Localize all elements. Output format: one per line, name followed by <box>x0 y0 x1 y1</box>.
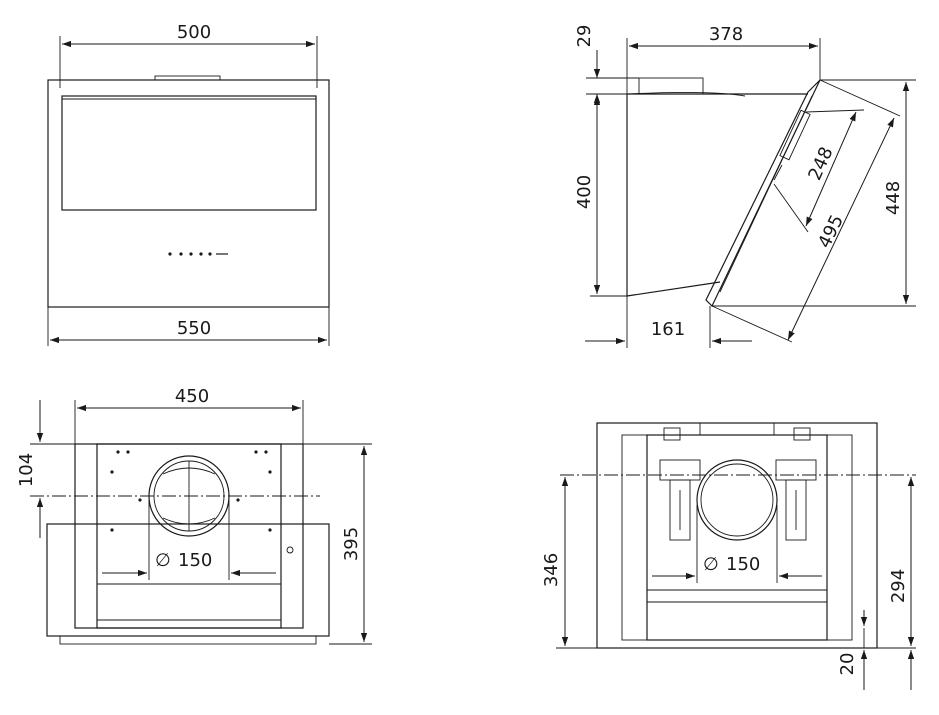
control-buttons <box>168 252 228 256</box>
dim-label-bottom-width: 550 <box>177 318 211 339</box>
dim-label-bottom-depth: 161 <box>651 319 685 340</box>
dim-label-panel-short: 248 <box>804 144 837 184</box>
mounting-brackets <box>659 427 817 541</box>
dim-label-top-depth: 378 <box>709 24 743 45</box>
dim-label-height-rear: 395 <box>341 527 362 561</box>
dim-label-lower-height: 294 <box>888 569 909 603</box>
dim-label-outlet-rear: 150 <box>178 550 212 571</box>
outlet-circle-back <box>696 459 778 541</box>
diameter-symbol-back: ∅ <box>703 554 719 575</box>
diameter-symbol-rear: ∅ <box>155 550 171 571</box>
dim-label-base: 20 <box>837 653 858 676</box>
back-view: 346 294 20 ∅ 150 <box>541 422 916 690</box>
dim-label-total-height: 448 <box>883 181 904 215</box>
glass-panel <box>705 79 821 308</box>
rear-view: 450 104 395 ∅ 150 <box>16 386 372 645</box>
front-view: 500 550 <box>47 22 330 346</box>
dim-label-outlet-back: 150 <box>726 554 760 575</box>
dim-label-top-width: 500 <box>177 22 211 43</box>
mounting-holes <box>110 450 294 554</box>
dim-label-top-offset-rear: 104 <box>16 453 37 487</box>
side-view: 29 378 400 448 248 495 161 <box>574 24 916 348</box>
dim-label-top-offset: 29 <box>574 25 595 48</box>
dim-label-height: 400 <box>574 175 595 209</box>
dim-label-height-back: 346 <box>541 553 562 587</box>
dim-label-panel-long: 495 <box>814 212 848 252</box>
dim-label-inner-width: 450 <box>175 386 209 407</box>
dim-line-panel-long <box>787 117 895 341</box>
